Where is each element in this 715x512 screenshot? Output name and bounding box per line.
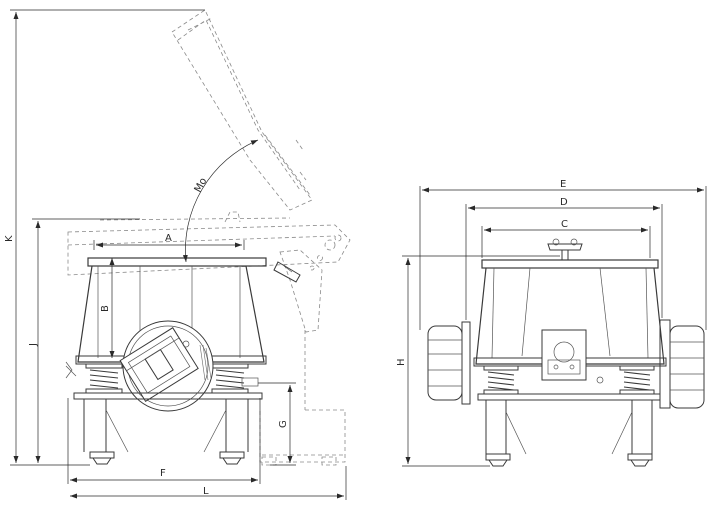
- dim-A: A: [93, 233, 245, 250]
- dim-L: L: [70, 466, 347, 500]
- dim-B: B: [100, 258, 115, 358]
- rear-frame: [259, 330, 346, 466]
- dim-label-B: B: [100, 305, 111, 312]
- dim-label-E: E: [560, 179, 566, 190]
- right-spring: [211, 363, 249, 394]
- dim-G: G: [258, 382, 296, 466]
- dim-label-F: F: [160, 468, 166, 479]
- base-frame: [65, 361, 263, 465]
- dim-label-L: L: [203, 486, 209, 497]
- hinge-arm: [273, 234, 342, 333]
- front-left-spring: [483, 365, 519, 395]
- dim-label-D: D: [560, 197, 568, 208]
- front-base: [477, 393, 661, 467]
- dim-label-H: H: [396, 358, 407, 366]
- dim-C: C: [481, 219, 651, 258]
- dim-H: H: [396, 255, 560, 467]
- front-right-spring: [619, 365, 655, 395]
- dim-E: E: [419, 179, 707, 330]
- left-spring: [85, 363, 123, 394]
- vibrator-motor: [119, 320, 214, 412]
- dim-label-K: K: [4, 235, 15, 242]
- dim-D: D: [465, 197, 663, 320]
- front-left-motor: [427, 321, 471, 405]
- front-view: E D C H: [396, 179, 707, 467]
- tilted-lid-outline: [171, 9, 313, 211]
- side-view: Mo K J A B: [4, 9, 351, 500]
- dim-label-A: A: [165, 233, 172, 244]
- dim-J: J: [28, 218, 140, 463]
- dim-label-G: G: [278, 420, 289, 428]
- swing-arc: [182, 139, 259, 263]
- dim-K: K: [4, 9, 205, 466]
- rotation-label: Mo: [193, 176, 210, 194]
- dim-label-J: J: [28, 343, 39, 347]
- dim-F: F: [67, 398, 261, 484]
- dim-label-C: C: [561, 219, 568, 230]
- front-right-motor: [659, 319, 705, 409]
- front-center-box: [541, 329, 604, 384]
